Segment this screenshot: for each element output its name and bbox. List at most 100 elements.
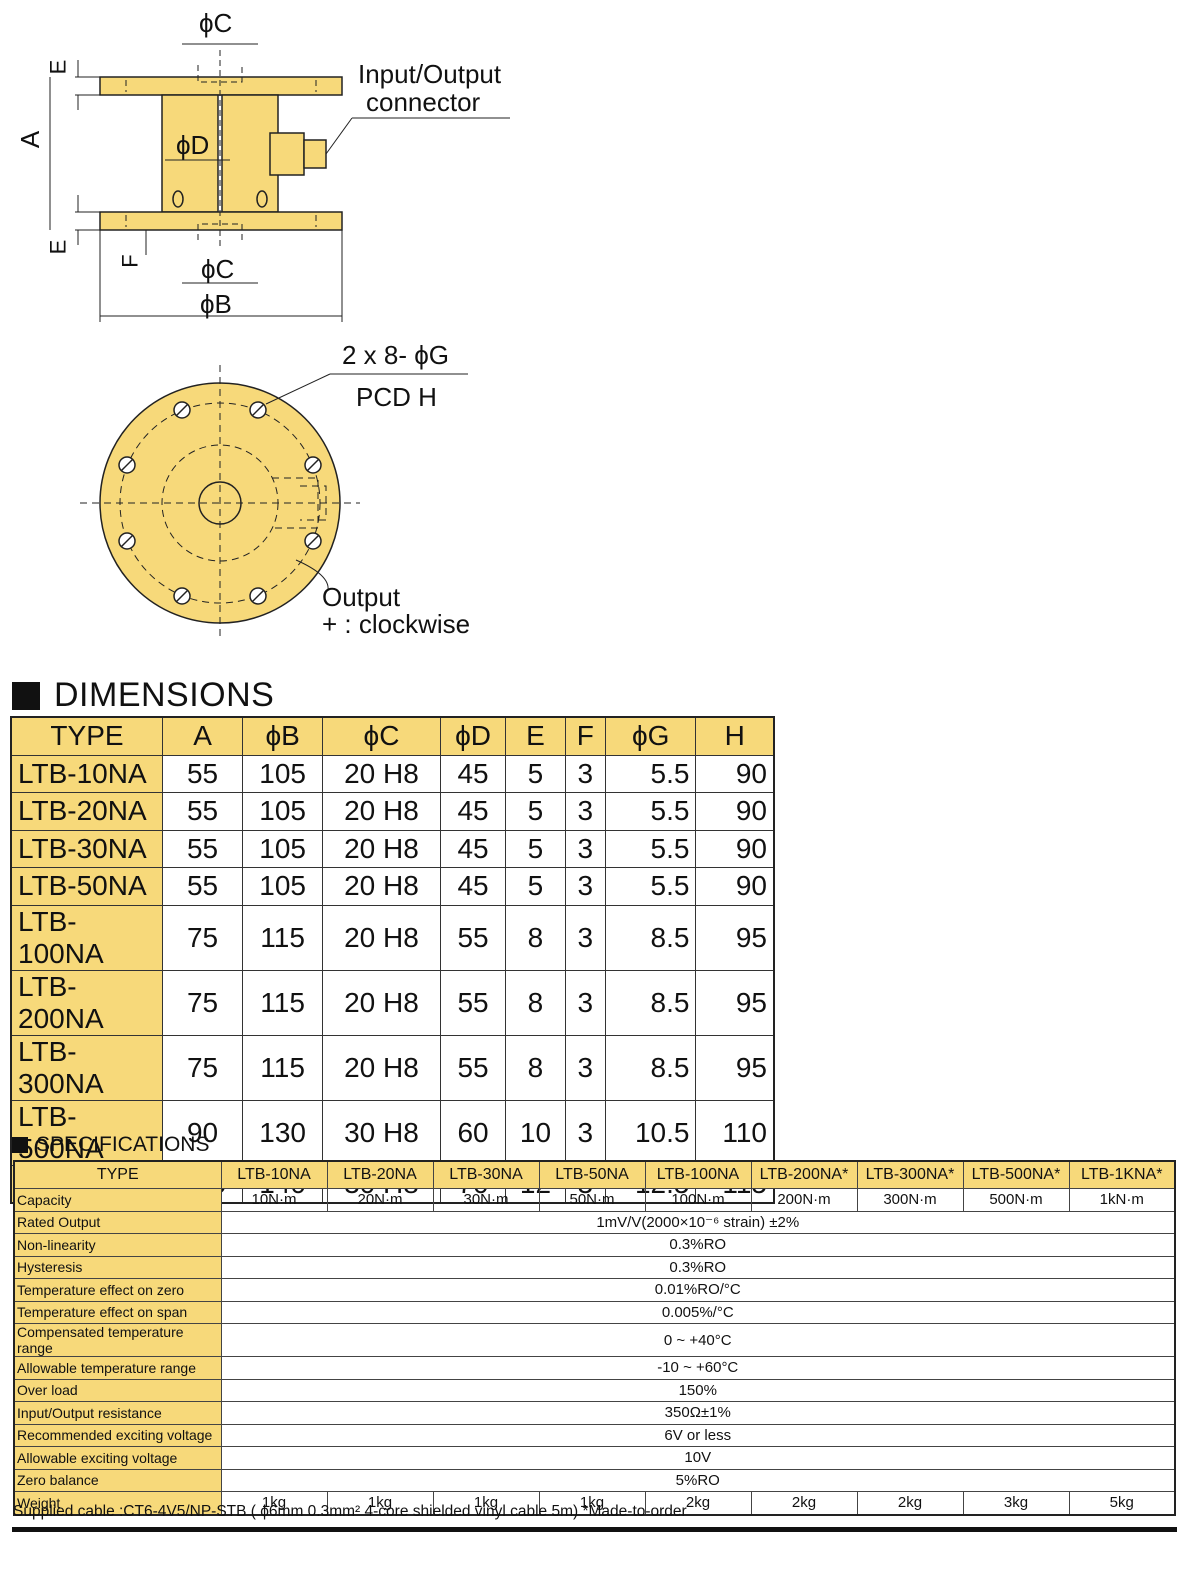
dim-value-cell: 95 bbox=[695, 904, 775, 971]
dim-value-cell: 8 bbox=[505, 1034, 566, 1101]
spec-common-value-cell: -10 ~ +60°C bbox=[220, 1356, 1176, 1380]
dim-value-cell: 45 bbox=[439, 867, 507, 906]
dim-value-cell: 55 bbox=[161, 754, 244, 793]
dim-value-cell: 5 bbox=[505, 792, 566, 831]
spec-value-cell: 30N·m bbox=[432, 1188, 540, 1212]
spec-common-value-cell: 5%RO bbox=[220, 1468, 1176, 1492]
square-bullet-icon bbox=[12, 681, 40, 710]
pcd-label: PCD H bbox=[356, 382, 437, 412]
dim-value-cell: 45 bbox=[439, 754, 507, 793]
spec-value-cell: 100N·m bbox=[644, 1188, 752, 1212]
dim-value-cell: 8.5 bbox=[604, 969, 697, 1036]
dim-value-cell: 90 bbox=[695, 829, 775, 868]
spec-model-header: LTB-300NA* bbox=[856, 1160, 964, 1189]
body-mark-left bbox=[172, 190, 184, 208]
dim-value-cell: 20 H8 bbox=[322, 969, 441, 1036]
type-cell: LTB-100NA bbox=[10, 904, 163, 971]
dim-value-cell: 95 bbox=[695, 969, 775, 1036]
spec-common-value-cell: 0.3%RO bbox=[220, 1255, 1176, 1279]
spec-label-cell: Zero balance bbox=[13, 1468, 222, 1492]
spec-value-cell: 10N·m bbox=[220, 1188, 328, 1212]
spec-model-header: LTB-100NA bbox=[644, 1160, 752, 1189]
dim-header-cell: ϕB bbox=[242, 716, 324, 756]
dim-value-cell: 20 H8 bbox=[322, 754, 441, 793]
dim-value-cell: 3 bbox=[564, 904, 606, 971]
left-body-block bbox=[161, 94, 219, 213]
output-label-line1: Output bbox=[322, 582, 401, 612]
dim-value-cell: 3 bbox=[564, 754, 606, 793]
dim-value-cell: 55 bbox=[161, 792, 244, 831]
specifications-title: SPECIFICATIONS bbox=[36, 1133, 210, 1156]
spec-common-value-cell: 150% bbox=[220, 1378, 1176, 1402]
type-cell: LTB-300NA bbox=[10, 1034, 163, 1101]
dim-header-cell: F bbox=[564, 716, 606, 756]
dim-value-cell: 75 bbox=[161, 1034, 244, 1101]
spec-common-value-cell: 10V bbox=[220, 1446, 1176, 1470]
spec-common-value-cell: 0 ~ +40°C bbox=[220, 1323, 1176, 1357]
dimensions-heading: DIMENSIONS bbox=[12, 676, 274, 715]
square-bullet-icon bbox=[12, 1137, 28, 1153]
dim-value-cell: 55 bbox=[161, 867, 244, 906]
dim-value-cell: 90 bbox=[695, 792, 775, 831]
connector-body bbox=[269, 132, 305, 176]
dim-value-cell: 55 bbox=[439, 969, 507, 1036]
bolt-holes bbox=[118, 401, 322, 605]
dim-value-cell: 20 H8 bbox=[322, 867, 441, 906]
dim-header-cell: A bbox=[161, 716, 244, 756]
type-cell: LTB-20NA bbox=[10, 792, 163, 831]
dim-value-cell: 75 bbox=[161, 969, 244, 1036]
dim-value-cell: 90 bbox=[161, 1099, 244, 1166]
type-cell: LTB-10NA bbox=[10, 754, 163, 793]
spec-label-cell: Weight bbox=[13, 1491, 222, 1515]
spec-label-cell: Hysteresis bbox=[13, 1255, 222, 1279]
side-view bbox=[99, 76, 343, 231]
dim-value-cell: 130 bbox=[242, 1099, 324, 1166]
dim-value-cell: 45 bbox=[439, 829, 507, 868]
spec-value-cell: 3kg bbox=[962, 1491, 1070, 1515]
spec-value-cell: 200N·m bbox=[750, 1188, 858, 1212]
dim-value-cell: 3 bbox=[564, 829, 606, 868]
dim-e-top-label: E bbox=[45, 59, 71, 75]
dim-value-cell: 8 bbox=[505, 904, 566, 971]
dim-e-bottom-label: E bbox=[45, 239, 71, 255]
spec-common-value-cell: 350Ω±1% bbox=[220, 1401, 1176, 1425]
technical-drawing bbox=[49, 43, 510, 640]
dim-value-cell: 3 bbox=[564, 1034, 606, 1101]
spec-common-value-cell: 0.3%RO bbox=[220, 1233, 1176, 1257]
type-cell: LTB-50NA bbox=[10, 867, 163, 906]
phi-b-label: ϕB bbox=[200, 289, 232, 319]
dim-value-cell: 5.5 bbox=[604, 754, 697, 793]
spec-label-cell: Capacity bbox=[13, 1188, 222, 1212]
spec-value-cell: 2kg bbox=[644, 1491, 752, 1515]
spec-label-cell: Temperature effect on zero bbox=[13, 1278, 222, 1302]
dim-value-cell: 30 H8 bbox=[322, 1099, 441, 1166]
hole-label: 2 x 8- ϕG bbox=[342, 340, 450, 370]
spec-common-value-cell: 0.005%/°C bbox=[220, 1300, 1176, 1324]
dim-header-cell: ϕC bbox=[322, 716, 441, 756]
dim-value-cell: 105 bbox=[242, 792, 324, 831]
spec-type-header: TYPE bbox=[13, 1160, 222, 1189]
dim-value-cell: 20 H8 bbox=[322, 792, 441, 831]
dim-value-cell: 105 bbox=[242, 829, 324, 868]
spec-value-cell: 5kg bbox=[1068, 1491, 1176, 1515]
spec-label-cell: Input/Output resistance bbox=[13, 1401, 222, 1425]
body-mark-right bbox=[256, 190, 268, 208]
dim-value-cell: 3 bbox=[564, 1099, 606, 1166]
bottom-flange bbox=[99, 211, 343, 231]
dim-value-cell: 5 bbox=[505, 867, 566, 906]
spec-model-header: LTB-1KNA* bbox=[1068, 1160, 1176, 1189]
